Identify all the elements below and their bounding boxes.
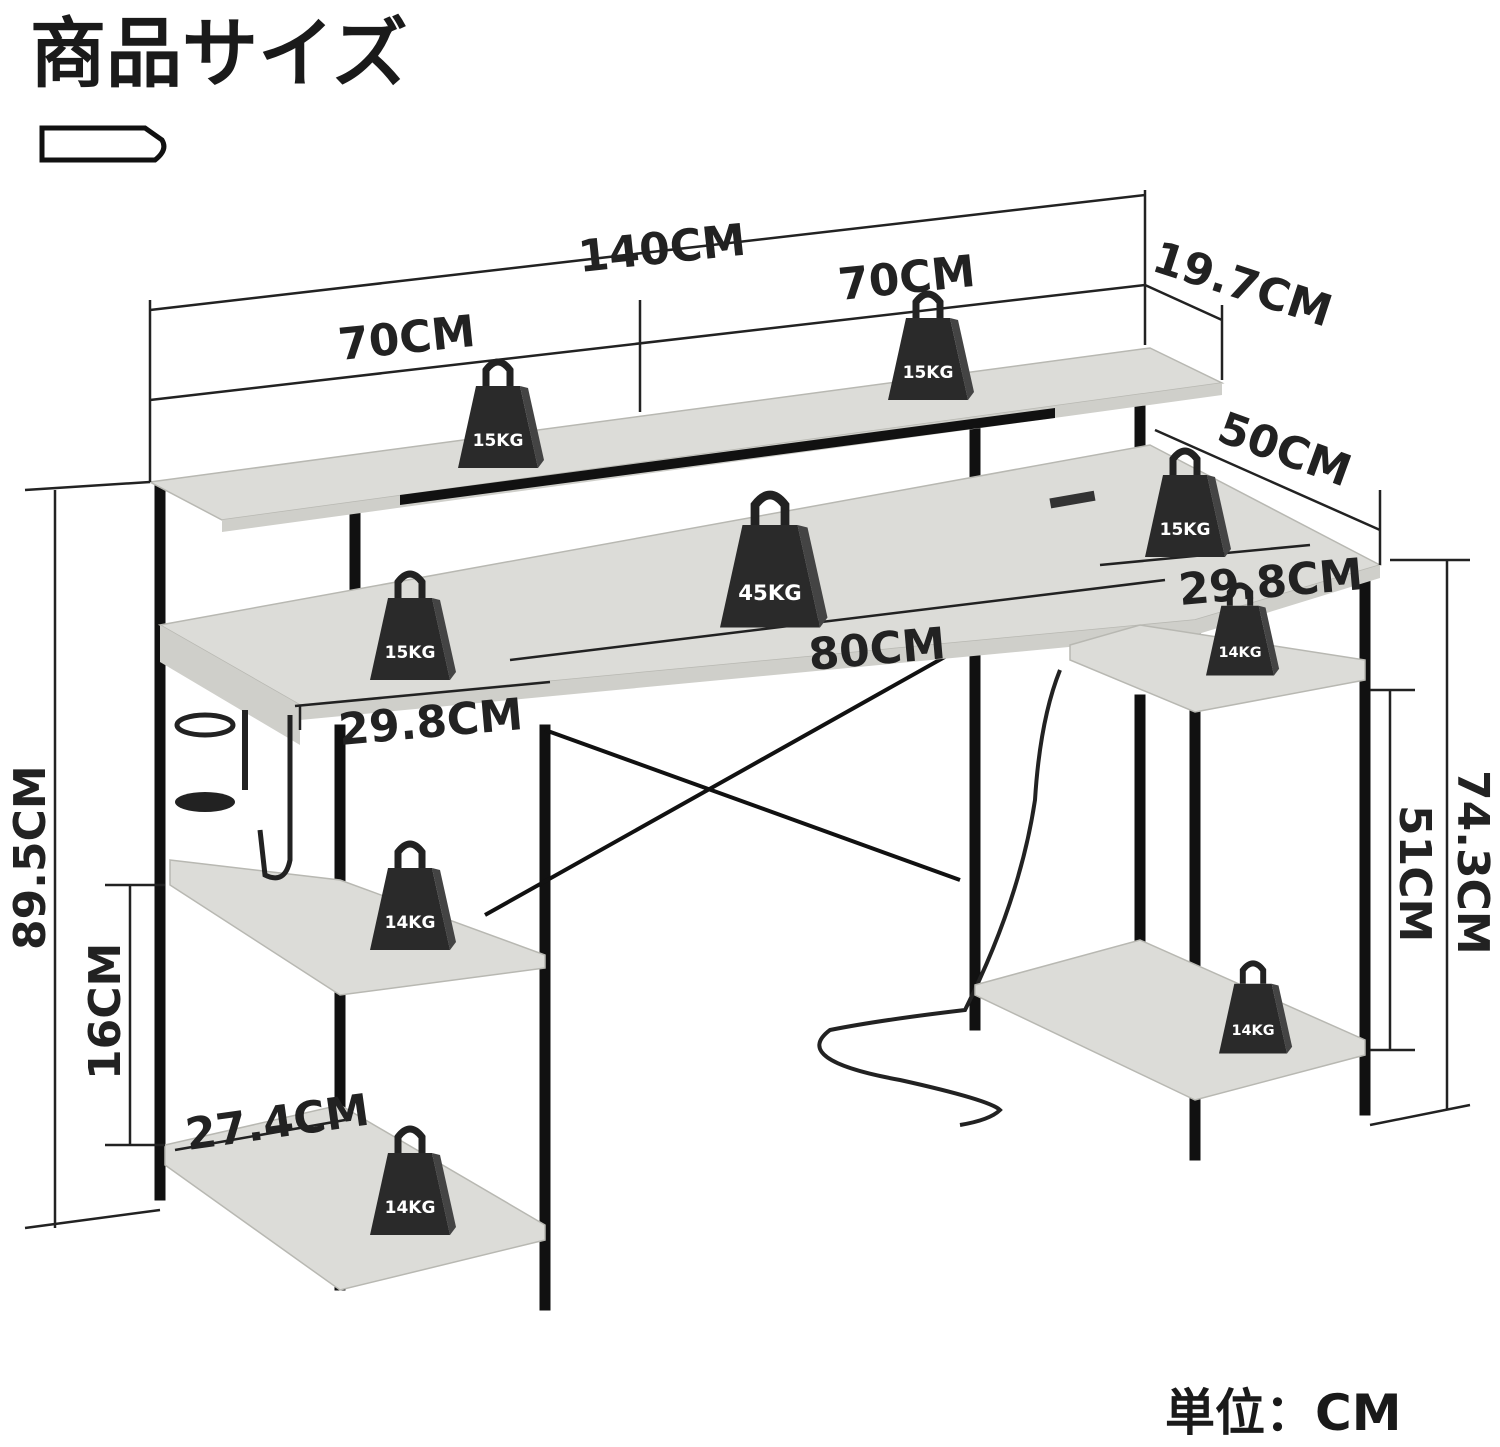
weight-capacity-label: 14KG — [385, 1198, 436, 1218]
weight-capacity-label: 15KG — [1160, 520, 1211, 540]
dim-main-width: 80CM — [807, 618, 948, 681]
page-title: 商品サイズ — [30, 9, 408, 98]
weight-icon: 14KG — [370, 1125, 456, 1235]
weight-capacity-label: 14KG — [1231, 1023, 1274, 1039]
title-decoration-icon — [39, 125, 167, 163]
unit-label: 単位：CM — [1165, 1384, 1401, 1442]
weight-icon: 15KG — [370, 570, 456, 680]
dim-shelf-extension: 19.7CM — [1147, 232, 1338, 338]
left-bottom-shelf — [164, 1104, 546, 1291]
weight-capacity-label: 15KG — [903, 363, 954, 383]
weight-icon: 14KG — [370, 840, 456, 950]
weight-capacity-label: 14KG — [1218, 645, 1261, 661]
weight-capacity-label: 45KG — [738, 581, 801, 606]
dim-left-half: 70CM — [336, 306, 478, 371]
weight-icon: 14KG — [1219, 960, 1293, 1054]
weight-capacity-label: 15KG — [473, 431, 524, 451]
left-middle-shelf — [169, 859, 546, 996]
weight-icon: 14KG — [1206, 582, 1280, 676]
headphone-hook-icon — [257, 715, 293, 881]
dim-depth: 50CM — [1211, 402, 1357, 497]
weight-icon: 45KG — [720, 490, 828, 628]
dimension-lines — [24, 190, 1471, 1230]
right-bottom-shelf — [974, 939, 1366, 1101]
dim-right-shelf-height: 51CM — [1389, 805, 1440, 942]
dim-desk-height: 74.3CM — [1447, 770, 1498, 955]
dim-total-width: 140CM — [576, 215, 748, 283]
weight-icon: 15KG — [888, 290, 974, 400]
weight-icon: 15KG — [1145, 447, 1231, 557]
dim-right-half: 70CM — [836, 246, 978, 311]
dim-total-height: 89.5CM — [5, 765, 56, 950]
cup-holder-icon — [174, 710, 248, 812]
weight-capacity-label: 15KG — [385, 643, 436, 663]
weight-capacity-label: 14KG — [385, 913, 436, 933]
dim-shelf-gap: 16CM — [80, 943, 131, 1080]
weight-icon: 15KG — [458, 358, 544, 468]
